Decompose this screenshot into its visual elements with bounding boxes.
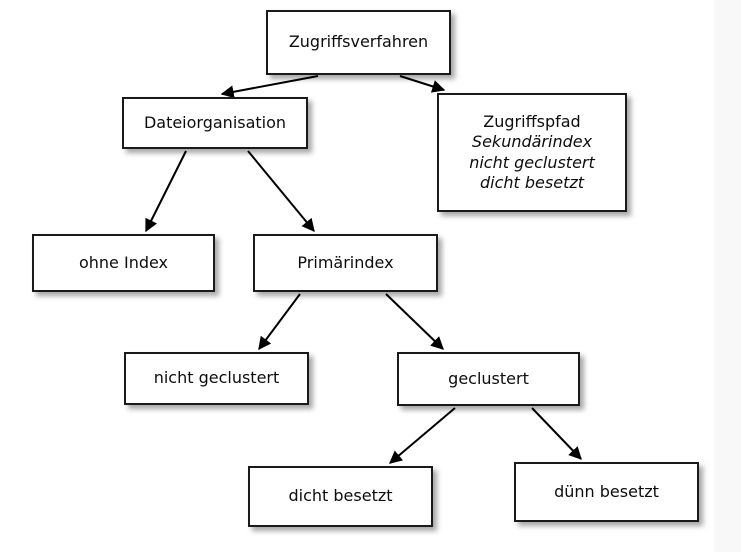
node-label-line: geclustert [448,368,529,388]
node-duenn-besetzt[interactable]: dünn besetzt [514,462,699,522]
node-label-group: dünn besetzt [516,482,697,502]
node-geclustert[interactable]: geclustert [397,352,580,406]
node-label-group: Dateiorganisation [124,113,306,133]
node-label-group: dicht besetzt [250,486,431,506]
node-label-line: Zugriffsverfahren [288,32,429,52]
edge-primaerindex-to-nicht-geclustert [258,293,301,351]
node-label-line: nicht geclustert [153,368,280,388]
node-label-line: dünn besetzt [554,481,659,501]
node-label-group: geclustert [399,369,578,389]
node-label-line: Zugriffspfad [483,111,581,131]
node-label-group: ohne Index [34,253,213,273]
node-label-group: Zugriffsverfahren [268,32,449,52]
node-dicht-besetzt[interactable]: dicht besetzt [248,466,433,527]
edge-geclustert-to-dicht-besetzt [389,407,456,464]
node-dateiorganisation[interactable]: Dateiorganisation [122,97,308,149]
node-label-line: Primärindex [297,252,394,272]
node-primaerindex[interactable]: Primärindex [253,234,438,292]
node-label-line: dicht besetzt [479,172,585,192]
edge-root-to-dateiorganisation [220,75,319,99]
edge-dateiorganisation-to-primaerindex [247,150,315,233]
node-label-group: Zugriffspfad Sekundärindex nicht geclust… [439,112,625,194]
node-label-group: nicht geclustert [126,368,307,388]
node-ohne-index[interactable]: ohne Index [32,234,215,292]
node-label-line: Dateiorganisation [143,112,287,132]
node-label-line: dicht besetzt [288,486,393,506]
edge-root-to-zugriffspfad [399,75,446,93]
edge-primaerindex-to-geclustert [385,293,444,350]
node-label-line: Sekundärindex [471,132,593,152]
right-margin-strip [714,0,741,552]
node-zugriffspfad[interactable]: Zugriffspfad Sekundärindex nicht geclust… [437,93,627,212]
edge-geclustert-to-duenn-besetzt [531,407,582,460]
node-zugriffsverfahren[interactable]: Zugriffsverfahren [266,10,451,75]
edge-dateiorganisation-to-ohne-index [145,150,187,233]
node-label-line: ohne Index [78,252,169,272]
node-label-line: nicht geclustert [469,152,595,172]
node-nicht-geclustert[interactable]: nicht geclustert [124,352,309,405]
node-label-group: Primärindex [255,253,436,273]
